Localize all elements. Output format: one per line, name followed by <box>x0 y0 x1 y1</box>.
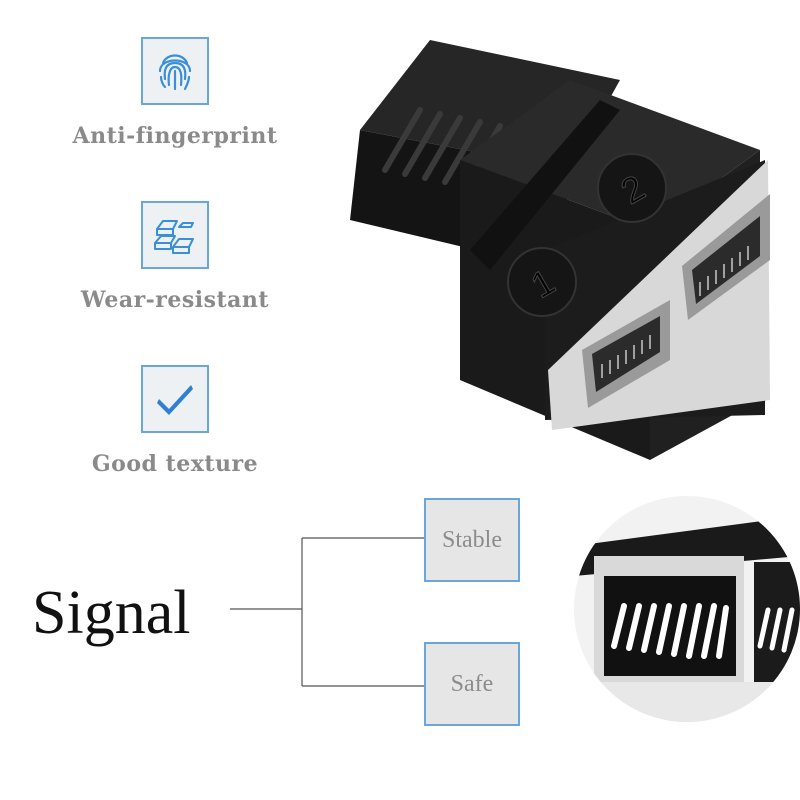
checkmark-icon <box>141 365 209 433</box>
fingerprint-icon <box>141 37 209 105</box>
branch-safe: Safe <box>424 642 520 726</box>
feature-label: Wear-resistant <box>80 287 270 313</box>
feature-wear-resistant: Wear-resistant <box>40 201 310 313</box>
feature-good-texture: Good texture <box>40 365 310 477</box>
feature-anti-fingerprint: Anti-fingerprint <box>40 37 310 149</box>
ethernet-splitter-image: 1 2 <box>350 40 770 460</box>
branch-stable: Stable <box>424 498 520 582</box>
feature-label: Anti-fingerprint <box>72 123 278 149</box>
signal-title: Signal <box>32 579 191 647</box>
feature-label: Good texture <box>91 451 259 477</box>
port-closeup-image <box>574 496 800 722</box>
gold-bars-icon <box>141 201 209 269</box>
